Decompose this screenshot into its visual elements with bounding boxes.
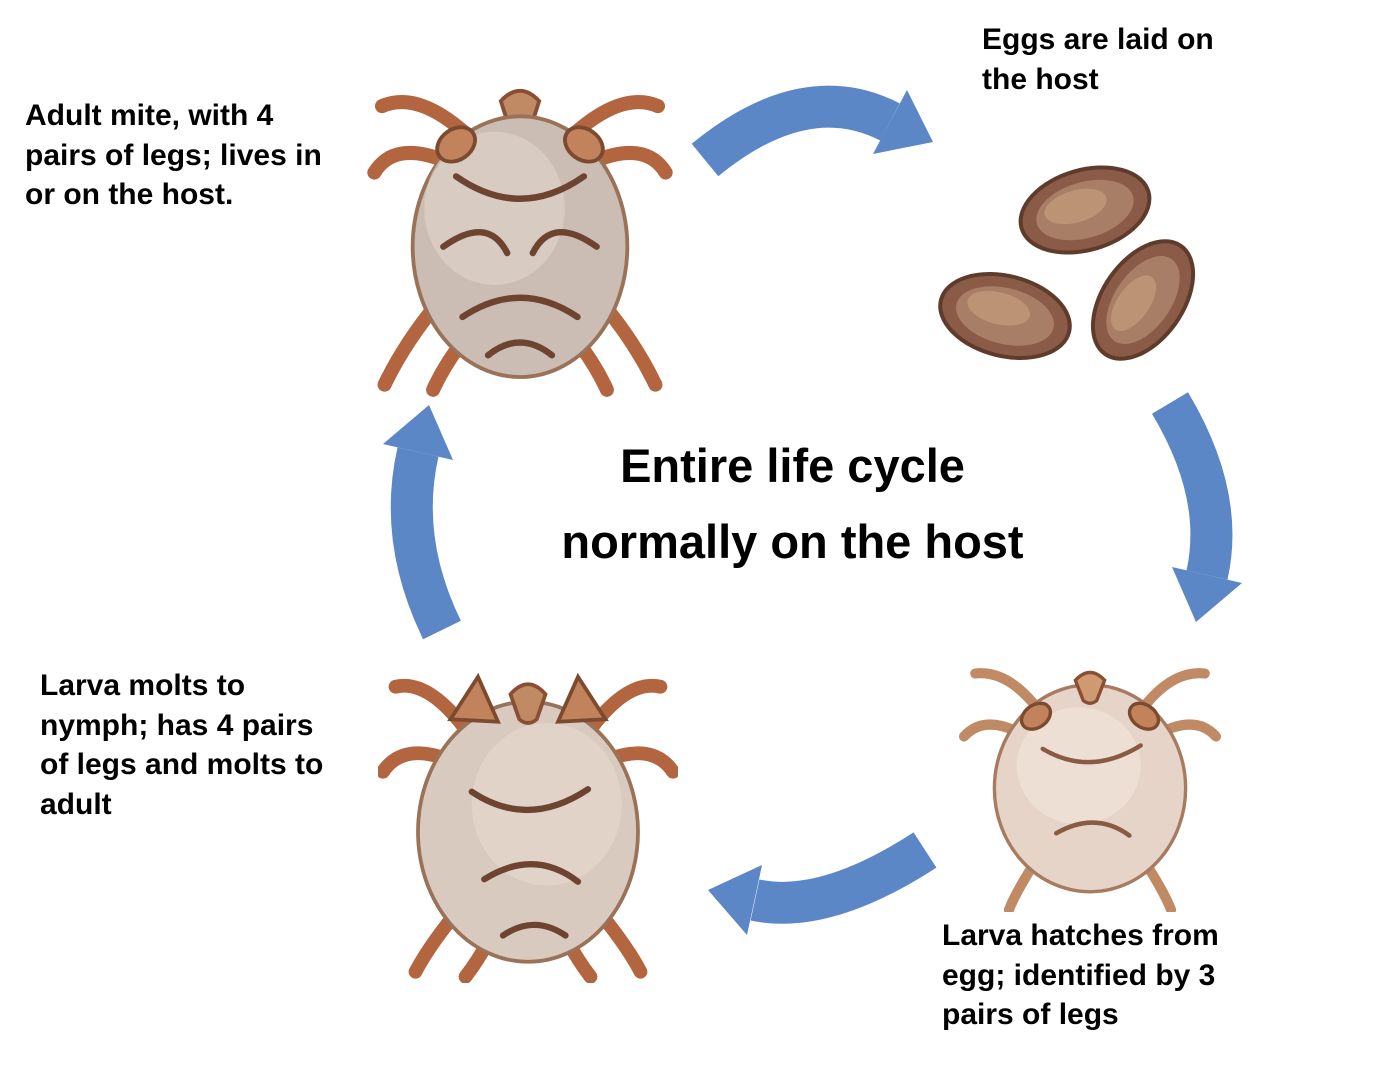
arrow-eggs-to-larva <box>1151 392 1242 622</box>
larva-mite-image <box>964 672 1216 909</box>
larva-stage-label: Larva hatches from egg; identified by 3 … <box>942 919 1219 1032</box>
arrow-adult-to-eggs-shaft <box>691 85 900 177</box>
adult-stage-label: Adult mite, with 4 pairs of legs; lives … <box>25 99 322 212</box>
arrow-adult-to-eggs <box>691 85 933 177</box>
arrow-eggs-to-larva-head <box>1172 567 1242 622</box>
eggs-stage-label: Eggs are laid on the host <box>982 23 1214 96</box>
arrow-larva-to-nymph <box>708 832 937 935</box>
nymph-illustration <box>378 638 678 983</box>
arrow-adult-to-eggs-head <box>873 90 933 154</box>
diagram-title: Entire life cycle normally on the host <box>561 439 1024 569</box>
larva-illustration <box>945 642 1235 912</box>
arrow-larva-to-nymph-shaft <box>750 832 937 924</box>
adult-mite-illustration <box>355 55 685 400</box>
nymph-mite-image <box>383 677 673 977</box>
adult-mite-image <box>374 91 665 390</box>
arrow-nymph-to-adult <box>383 405 461 640</box>
arrow-eggs-to-larva-shaft <box>1151 392 1233 580</box>
nymph-stage-label: Larva molts to nymph; has 4 pairs of leg… <box>40 669 324 821</box>
arrow-nymph-to-adult-head <box>383 405 453 460</box>
arrow-larva-to-nymph-head <box>708 865 762 935</box>
eggs-illustration <box>935 151 1215 378</box>
arrow-nymph-to-adult-shaft <box>390 447 461 640</box>
egg-2-image <box>935 259 1081 373</box>
